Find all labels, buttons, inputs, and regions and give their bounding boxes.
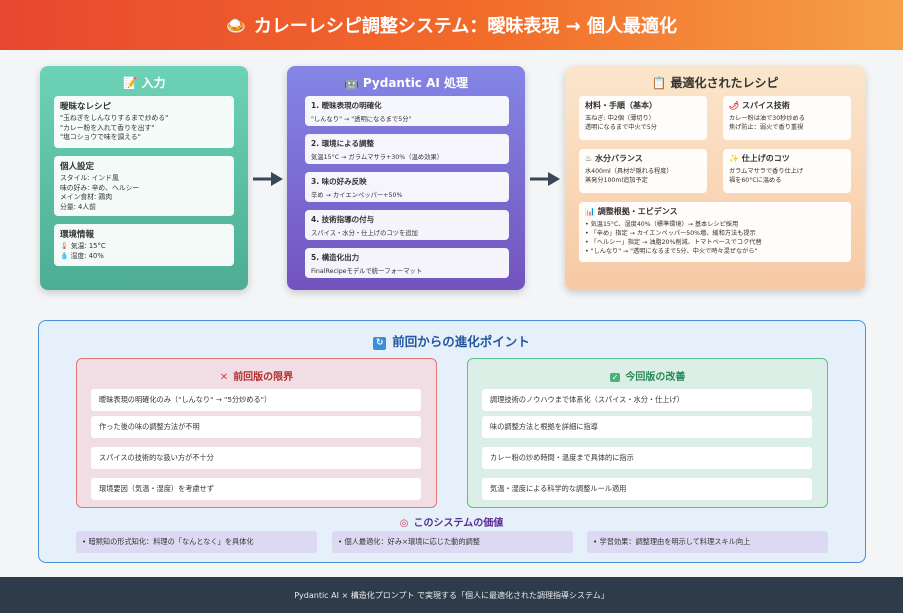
environment-box: 環境情報 🌡 気温: 15°C 💧 湿度: 40% (54, 224, 234, 266)
previous-limit-item: 曖昧表現の明確化のみ（"しんなり" → "5分炒める"） (91, 389, 421, 411)
previous-limit-item: 環境要因（気温・湿度）を考慮せず (91, 478, 421, 500)
personal-setting-line: スタイル: インド風 (60, 174, 119, 182)
previous-limit-item: 作った後の味の調整方法が不明 (91, 416, 421, 438)
spice-heading: 🌶 スパイス技術 (729, 101, 790, 110)
water-heading: ♨ 水分バランス (585, 154, 643, 163)
optimized-recipe-card: 📋最適化されたレシピ 材料・手順（基本） 玉ねぎ: 中2個（薄切り） 透明になる… (565, 66, 865, 290)
ingredients-heading: 材料・手順（基本） (585, 101, 657, 110)
step-title: 2. 環境による調整 (311, 139, 374, 148)
ai-card-title: 🤖Pydantic AI 処理 (343, 76, 469, 90)
step-detail: スパイス・水分・仕上げのコツを追加 (311, 230, 418, 237)
ingredients-line: 玉ねぎ: 中2個（薄切り） (585, 115, 655, 122)
water-icon: ♨ (585, 154, 593, 163)
droplet-icon: 💧 (60, 251, 69, 260)
spice-line: 焦げ防止：弱火で香り重視 (729, 124, 804, 131)
step-title: 4. 技術指導の付与 (311, 215, 375, 224)
finish-line: ガラムマサラで香り仕上げ (729, 168, 804, 175)
evidence-line: • 気温15°C、湿度40%（標準環境）→ 基本レシピ採用 (585, 221, 739, 228)
sparkle-icon: ✨ (729, 154, 739, 163)
personal-settings-box: 個人設定 スタイル: インド風 味の好み: 辛め、ヘルシー メイン食材: 鶏肉 … (54, 156, 234, 216)
current-version-title: ✓今回版の改善 (609, 372, 686, 383)
value-item: • 暗黙知の形式知化：料理の「なんとなく」を具体化 (76, 531, 317, 553)
vague-recipe-line: "玉ねぎをしんなりするまで炒める" (60, 114, 169, 122)
water-line: 蒸発分100ml追加予定 (585, 177, 648, 184)
flow-arrow-icon (253, 172, 283, 186)
evidence-line: • 「辛め」指定 → カイエンペッパー50%増、緩和方法も提示 (585, 230, 756, 237)
step-title: 3. 味の好み反映 (311, 177, 367, 186)
environment-heading: 環境情報 (60, 230, 95, 240)
personal-setting-line: メイン食材: 鶏肉 (60, 193, 113, 202)
previous-limit-item: スパイスの技術的な扱い方が不十分 (91, 447, 421, 469)
evidence-line: • 「ヘルシー」指定 → 油脂20%削減、トマトベースでコク代替 (585, 239, 762, 246)
flow-arrow-icon (530, 172, 560, 186)
bar-chart-icon: 📊 (585, 207, 595, 216)
process-step: 4. 技術指導の付与 スパイス・水分・仕上げのコツを追加 (305, 210, 509, 240)
clipboard-icon: 📋 (651, 76, 667, 90)
input-card: 📝入力 曖昧なレシピ "玉ねぎをしんなりするまで炒める" "カレー粉を入れて香り… (40, 66, 248, 290)
thermometer-icon: 🌡 (60, 242, 69, 250)
finish-heading: ✨ 仕上げのコツ (729, 154, 790, 163)
finishing-tips-box: ✨ 仕上げのコツ ガラムマサラで香り仕上げ 福を60°Cに温める (723, 149, 851, 193)
check-icon: ✓ (609, 373, 621, 382)
step-title: 1. 曖昧表現の明確化 (311, 101, 382, 110)
target-icon: ◎ (399, 518, 409, 529)
process-step: 1. 曖昧表現の明確化 "しんなり" → "透明になるまで5分" (305, 96, 509, 126)
evidence-line: • "しんなり" → "透明になるまで5分、中火で時々混ぜながら" (585, 248, 758, 255)
value-item: • 学習効果：調整理由を明示して料理スキル向上 (587, 531, 828, 553)
ingredients-line: 透明になるまで中火で5分 (585, 124, 657, 131)
step-detail: 気温15°C → ガラムマサラ+30%（温め効果） (311, 154, 444, 161)
robot-icon: 🤖 (343, 76, 359, 90)
header-bar: 🍛 カレーレシピ調整システム：曖昧表現 → 個人最適化 (0, 0, 903, 50)
page-title: カレーレシピ調整システム：曖昧表現 → 個人最適化 (253, 16, 677, 37)
process-step: 3. 味の好み反映 辛め → カイエンペッパー+50% (305, 172, 509, 202)
current-improvement-item: 調理技術のノウハウまで体系化（スパイス・水分・仕上げ） (482, 389, 812, 411)
personal-setting-line: 分量: 4人前 (60, 202, 96, 211)
evidence-box: 📊 調整根拠・エビデンス • 気温15°C、湿度40%（標準環境）→ 基本レシピ… (579, 202, 851, 262)
vague-recipe-line: "カレー粉を入れて香りを出す" (60, 123, 155, 132)
footer-bar: Pydantic AI × 構造化プロンプト で実現する「個人に最適化された調理… (0, 577, 903, 613)
recipe-card-title: 📋最適化されたレシピ (651, 76, 779, 90)
vague-recipe-line: "塩コショウで味を調える" (60, 133, 141, 142)
water-balance-box: ♨ 水分バランス 水400ml（具材が隠れる程度） 蒸発分100ml追加予定 (579, 149, 707, 193)
step-detail: 辛め → カイエンペッパー+50% (311, 192, 403, 199)
current-improvement-item: カレー粉の炒め時間・温度まで具体的に指示 (482, 447, 812, 469)
spice-technique-box: 🌶 スパイス技術 カレー粉は油で30秒炒める 焦げ防止：弱火で香り重視 (723, 96, 851, 140)
footer-text: Pydantic AI × 構造化プロンプト で実現する「個人に最適化された調理… (294, 590, 609, 600)
chili-icon: 🌶 (729, 101, 740, 110)
process-step: 5. 構造化出力 FinalRecipeモデルで統一フォーマット (305, 248, 509, 278)
refresh-icon: ↻ (373, 337, 387, 350)
step-title: 5. 構造化出力 (311, 253, 360, 262)
process-step: 2. 環境による調整 気温15°C → ガラムマサラ+30%（温め効果） (305, 134, 509, 164)
value-item: • 個人最適化：好み×環境に応じた動的調整 (332, 531, 573, 553)
current-improvement-item: 気温・湿度による科学的な調整ルール適用 (482, 478, 812, 500)
input-card-title: 📝入力 (122, 76, 166, 90)
finish-line: 福を60°Cに温める (729, 177, 782, 184)
evidence-heading: 📊 調整根拠・エビデンス (585, 207, 678, 216)
personal-settings-heading: 個人設定 (60, 162, 95, 172)
system-value-title: ◎このシステムの価値 (399, 518, 504, 529)
previous-version-title: ✕前回版の限界 (219, 372, 294, 383)
ai-processing-card: 🤖Pydantic AI 処理 1. 曖昧表現の明確化 "しんなり" → "透明… (287, 66, 525, 290)
spice-line: カレー粉は油で30秒炒める (729, 115, 805, 122)
ingredients-box: 材料・手順（基本） 玉ねぎ: 中2個（薄切り） 透明になるまで中火で5分 (579, 96, 707, 140)
vague-recipe-heading: 曖昧なレシピ (60, 102, 112, 112)
memo-icon: 📝 (122, 76, 138, 90)
current-improvement-item: 味の調整方法と根拠を詳細に指導 (482, 416, 812, 438)
curry-bowl-icon: 🍛 (226, 15, 246, 35)
vague-recipe-box: 曖昧なレシピ "玉ねぎをしんなりするまで炒める" "カレー粉を入れて香りを出す"… (54, 96, 234, 148)
personal-setting-line: 味の好み: 辛め、ヘルシー (60, 183, 140, 192)
step-detail: FinalRecipeモデルで統一フォーマット (311, 268, 423, 275)
temperature-line: 🌡 気温: 15°C (60, 242, 106, 250)
humidity-line: 💧 湿度: 40% (60, 251, 104, 260)
evolution-title: ↻前回からの進化ポイント (0, 331, 903, 350)
cross-icon: ✕ (219, 372, 229, 383)
step-detail: "しんなり" → "透明になるまで5分" (311, 116, 412, 123)
water-line: 水400ml（具材が隠れる程度） (585, 168, 673, 175)
